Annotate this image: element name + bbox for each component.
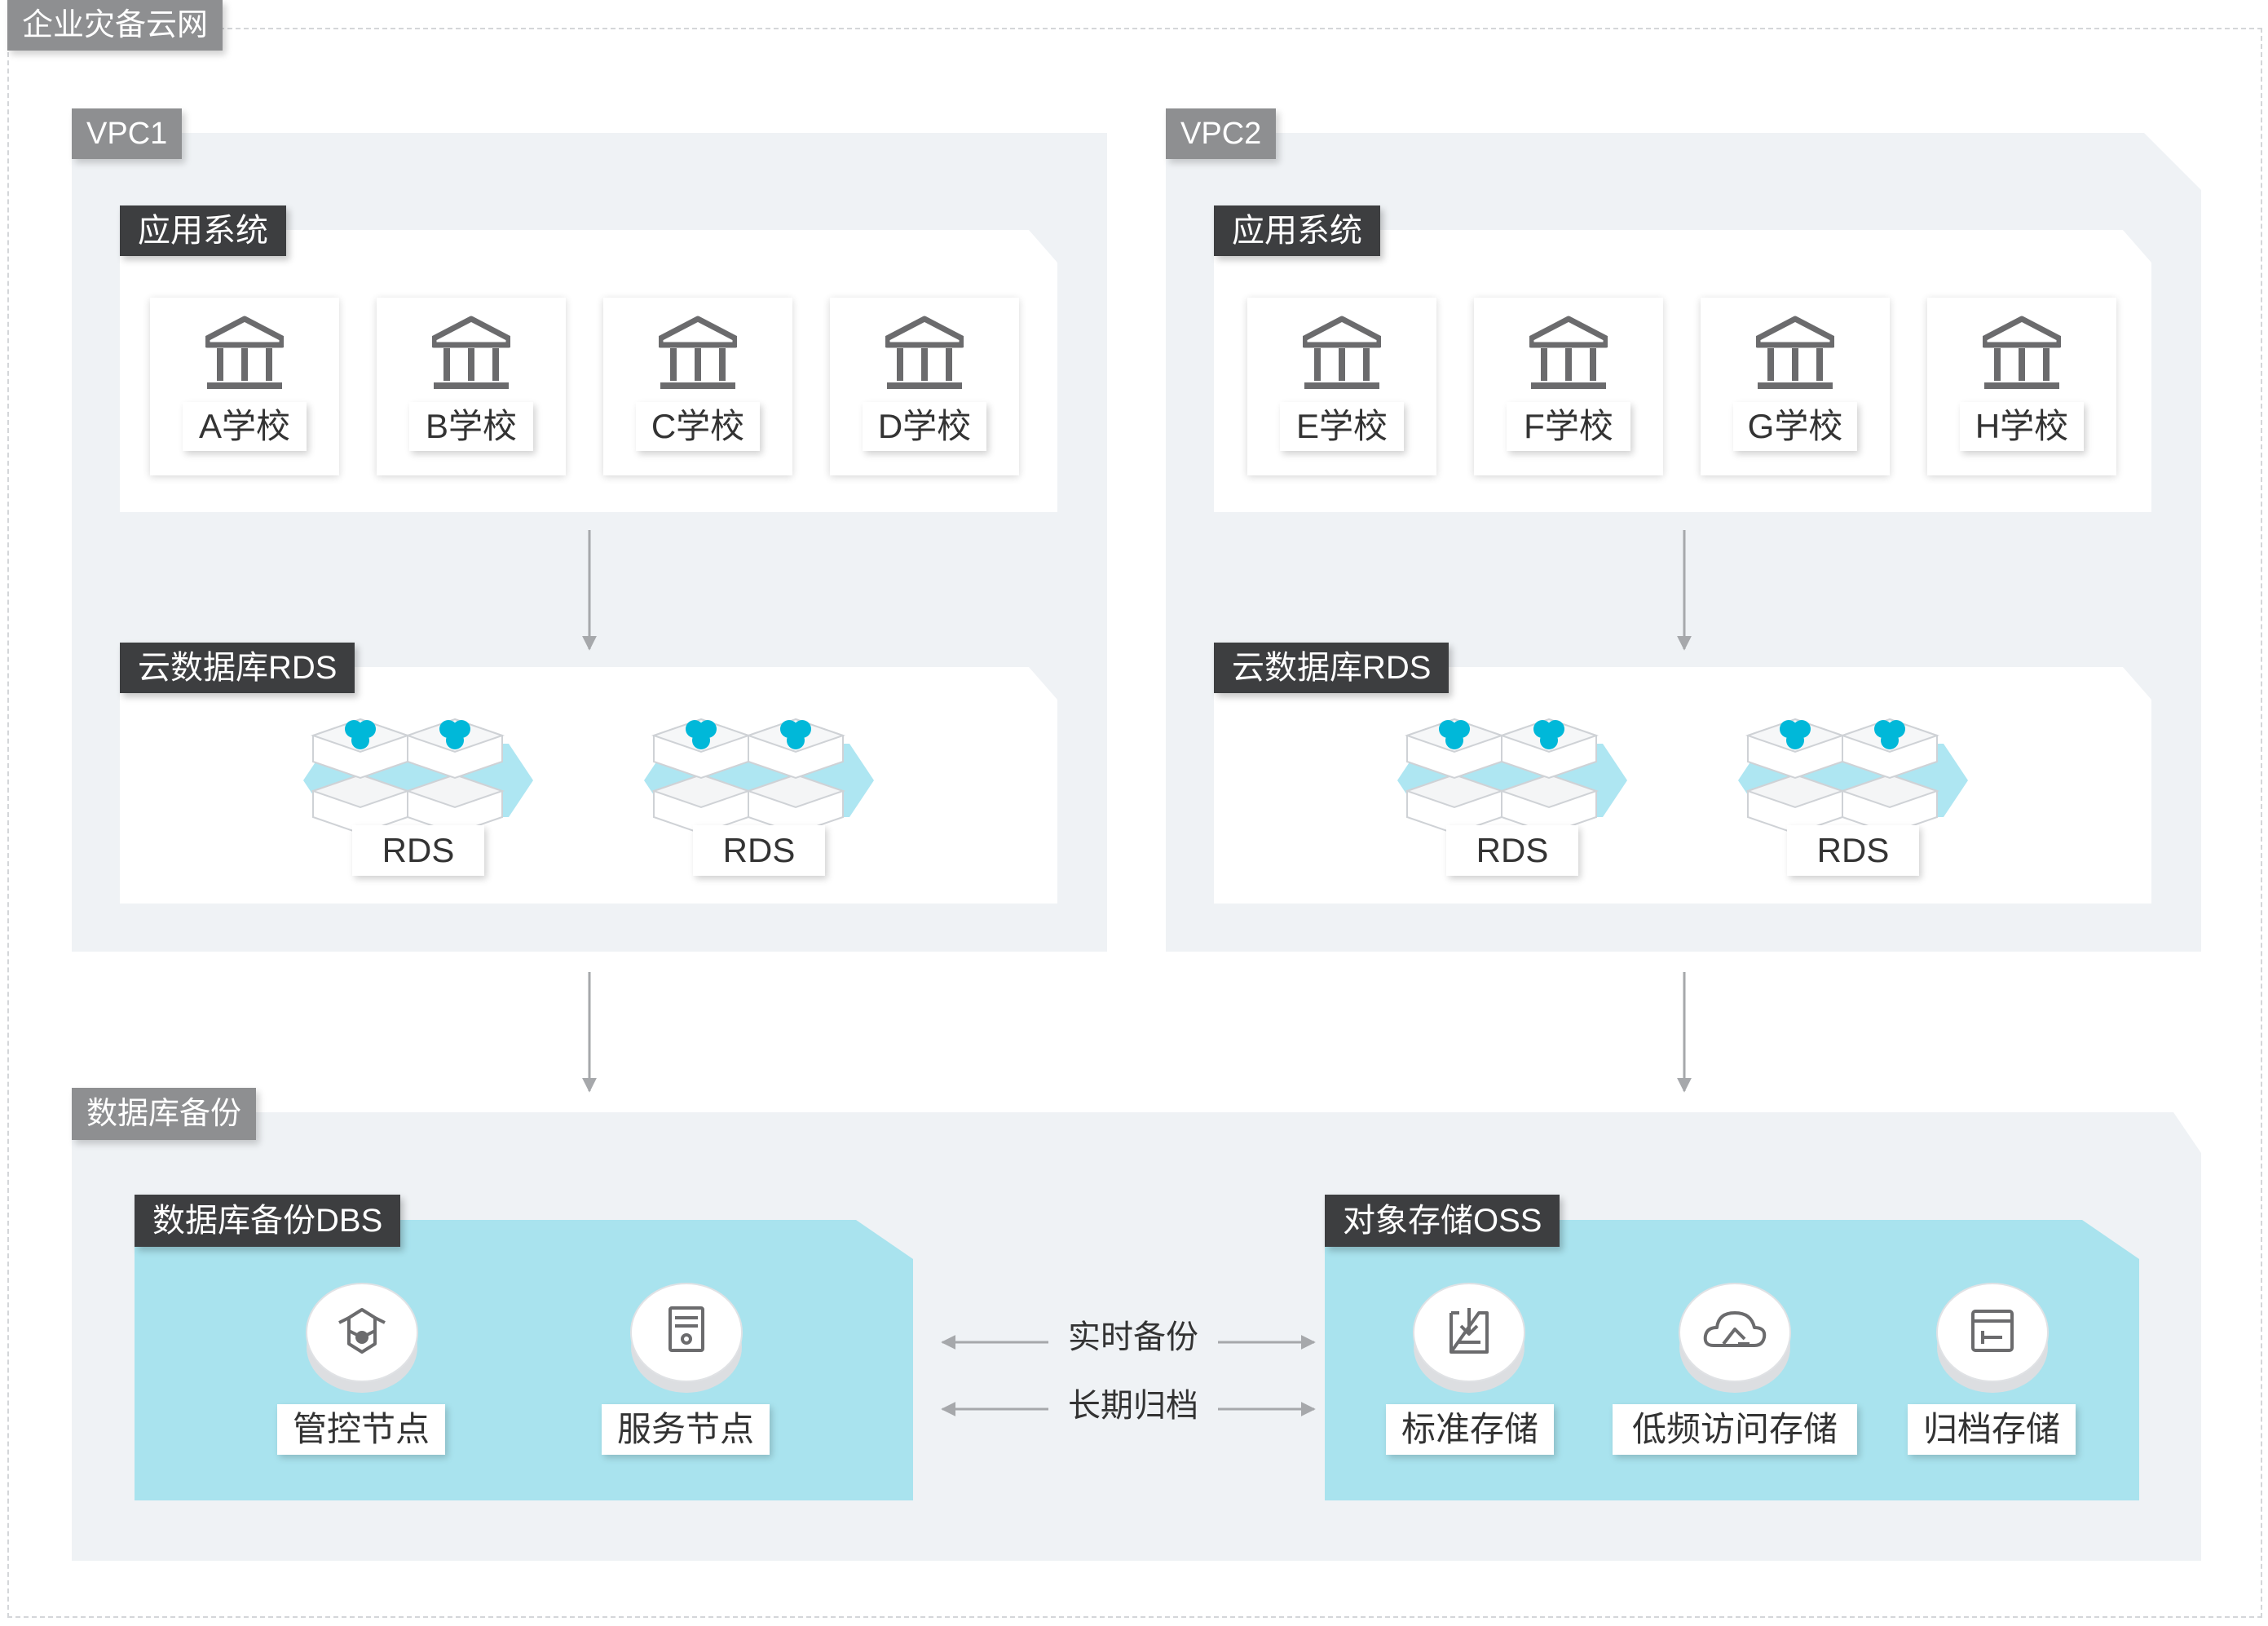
rds-label: RDS: [352, 825, 484, 876]
school-card-h: H学校: [1927, 298, 2116, 475]
standard-storage-label: 标准存储: [1386, 1404, 1554, 1455]
frame-title: 企业灾备云网: [7, 0, 223, 51]
vpc2-title: VPC2: [1166, 108, 1277, 159]
school-building-icon: [1529, 316, 1608, 389]
vpc2-app-title: 应用系统: [1214, 205, 1380, 256]
oss-title: 对象存储OSS: [1325, 1195, 1560, 1247]
long-term-archive-label: 长期归档: [1060, 1390, 1207, 1422]
vpc1-rds-panel: [120, 667, 1057, 904]
vpc2-rds-title: 云数据库RDS: [1214, 643, 1449, 693]
school-label: B学校: [409, 402, 533, 451]
service-node-label: 服务节点: [602, 1404, 770, 1455]
school-building-icon: [1983, 316, 2061, 389]
dbs-title: 数据库备份DBS: [135, 1195, 401, 1247]
enterprise-dr-frame: [7, 28, 2262, 1618]
school-label: D学校: [863, 402, 986, 451]
archive-storage-label: 归档存储: [1908, 1404, 2076, 1455]
rds-database-cluster-icon: [1397, 718, 1627, 833]
school-building-icon: [432, 316, 510, 389]
vpc1-title: VPC1: [72, 108, 183, 159]
service-node-icon: [630, 1283, 743, 1393]
infrequent-access-label: 低频访问存储: [1613, 1404, 1857, 1455]
school-building-icon: [659, 316, 737, 389]
school-building-icon: [885, 316, 964, 389]
vpc1-rds-title: 云数据库RDS: [120, 643, 355, 693]
school-building-icon: [205, 316, 284, 389]
archive-storage-icon: [1936, 1283, 2049, 1393]
vpc1-app-title: 应用系统: [120, 205, 286, 256]
rds-database-cluster-icon: [303, 718, 533, 833]
school-card-c: C学校: [603, 298, 792, 475]
realtime-backup-label: 实时备份: [1060, 1321, 1207, 1354]
school-building-icon: [1756, 316, 1834, 389]
school-card-d: D学校: [830, 298, 1019, 475]
school-label: A学校: [183, 402, 307, 451]
school-card-b: B学校: [377, 298, 566, 475]
rds-database-cluster-icon: [644, 718, 874, 833]
school-card-g: G学校: [1701, 298, 1890, 475]
control-node-icon: [306, 1283, 418, 1393]
infrequent-access-icon: [1679, 1283, 1791, 1393]
school-building-icon: [1303, 316, 1381, 389]
rds-label: RDS: [693, 825, 825, 876]
school-label: E学校: [1280, 402, 1404, 451]
rds-database-cluster-icon: [1738, 718, 1968, 833]
rds-label: RDS: [1787, 825, 1919, 876]
rds-label: RDS: [1446, 825, 1578, 876]
vpc2-rds-panel: [1214, 667, 2151, 904]
school-card-e: E学校: [1247, 298, 1436, 475]
school-card-a: A学校: [150, 298, 339, 475]
school-label: H学校: [1960, 402, 2084, 451]
school-card-f: F学校: [1474, 298, 1663, 475]
dbs-panel: [135, 1220, 913, 1500]
school-label: G学校: [1733, 402, 1857, 451]
control-node-label: 管控节点: [277, 1404, 445, 1455]
school-label: F学校: [1507, 402, 1630, 451]
backup-title: 数据库备份: [72, 1088, 257, 1140]
school-label: C学校: [636, 402, 760, 451]
standard-storage-icon: [1413, 1283, 1525, 1393]
